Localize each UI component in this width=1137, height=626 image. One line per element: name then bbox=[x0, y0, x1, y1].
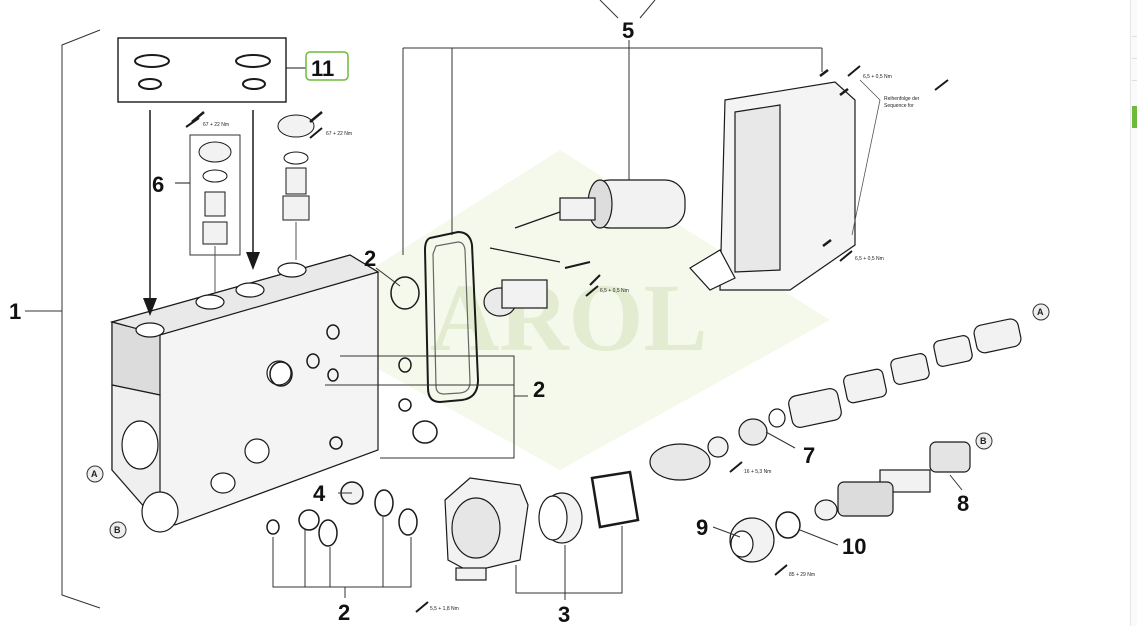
part-11-box bbox=[117, 37, 349, 316]
bracket-part-2-mid bbox=[325, 355, 528, 459]
torque-label-cover-bottom: 6,5 + 0,5 Nm bbox=[855, 256, 884, 262]
sidebar-active-indicator bbox=[1132, 106, 1137, 128]
marker-b-left: B bbox=[114, 525, 121, 535]
torque-label-solenoid: 6,5 + 0,5 Nm bbox=[600, 288, 629, 294]
sequence-note-line-2: Sequence for bbox=[884, 103, 914, 109]
bracket-part-5 bbox=[402, 0, 823, 255]
torque-labels: 67 + 22 Nm 67 + 22 Nm 6,5 + 0,5 Nm 6,5 +… bbox=[203, 74, 892, 612]
spool-assembly-b bbox=[729, 441, 971, 563]
callout-8: 8 bbox=[957, 491, 969, 516]
callout-2-right: 2 bbox=[533, 377, 545, 402]
callout-4: 4 bbox=[313, 481, 326, 506]
seal-set-2-bottom bbox=[266, 481, 418, 547]
sequence-note: Reihenfolge der Sequence for bbox=[884, 96, 920, 109]
torque-label-3: 5,5 + 1,8 Nm bbox=[430, 606, 459, 612]
valve-body bbox=[109, 254, 380, 533]
torque-label-6a: 67 + 22 Nm bbox=[203, 122, 229, 128]
sequence-note-line-1: Reihenfolge der bbox=[884, 96, 920, 102]
callout-6: 6 bbox=[152, 172, 164, 197]
seal-set-2 bbox=[269, 324, 438, 450]
callout-1: 1 bbox=[9, 299, 21, 324]
callout-10: 10 bbox=[842, 534, 866, 559]
port-markers: A B A B bbox=[86, 303, 1050, 539]
callout-7: 7 bbox=[803, 443, 815, 468]
callout-3: 3 bbox=[558, 602, 570, 626]
marker-a-right: A bbox=[1037, 307, 1044, 317]
watermark-text: AROL bbox=[430, 264, 707, 371]
marker-b-right: B bbox=[980, 436, 987, 446]
highlight-box-11 bbox=[305, 51, 349, 81]
sidebar-divider bbox=[1132, 58, 1137, 59]
callout-9: 9 bbox=[696, 515, 708, 540]
cover-housing bbox=[689, 69, 949, 291]
bracket-part-2-bottom bbox=[272, 517, 412, 598]
torque-label-10: 85 + 29 Nm bbox=[789, 572, 815, 578]
bracket-part-3 bbox=[515, 526, 623, 600]
bracket-part-1 bbox=[25, 29, 101, 609]
callout-2-bottom: 2 bbox=[338, 600, 350, 625]
torque-wrench-icons bbox=[185, 65, 861, 613]
callout-11: 11 bbox=[311, 56, 334, 81]
right-sidebar-strip bbox=[1130, 0, 1137, 626]
torque-label-cover-top: 6,5 + 0,5 Nm bbox=[863, 74, 892, 80]
torque-label-7: 16 + 5,3 Nm bbox=[744, 469, 771, 475]
spool-assembly-a bbox=[649, 318, 1022, 481]
sidebar-divider bbox=[1132, 80, 1137, 81]
callout-2-upper: 2 bbox=[364, 246, 376, 271]
leader-lines bbox=[338, 267, 963, 546]
marker-a-left: A bbox=[91, 469, 98, 479]
cover-part-3 bbox=[444, 470, 640, 581]
callout-numbers: 1 2 2 2 3 4 5 6 7 8 9 10 11 bbox=[9, 18, 969, 626]
torque-label-6b: 67 + 22 Nm bbox=[326, 131, 352, 137]
solenoid-assembly bbox=[390, 179, 686, 404]
sidebar-divider bbox=[1132, 36, 1137, 37]
callout-5: 5 bbox=[622, 18, 634, 43]
